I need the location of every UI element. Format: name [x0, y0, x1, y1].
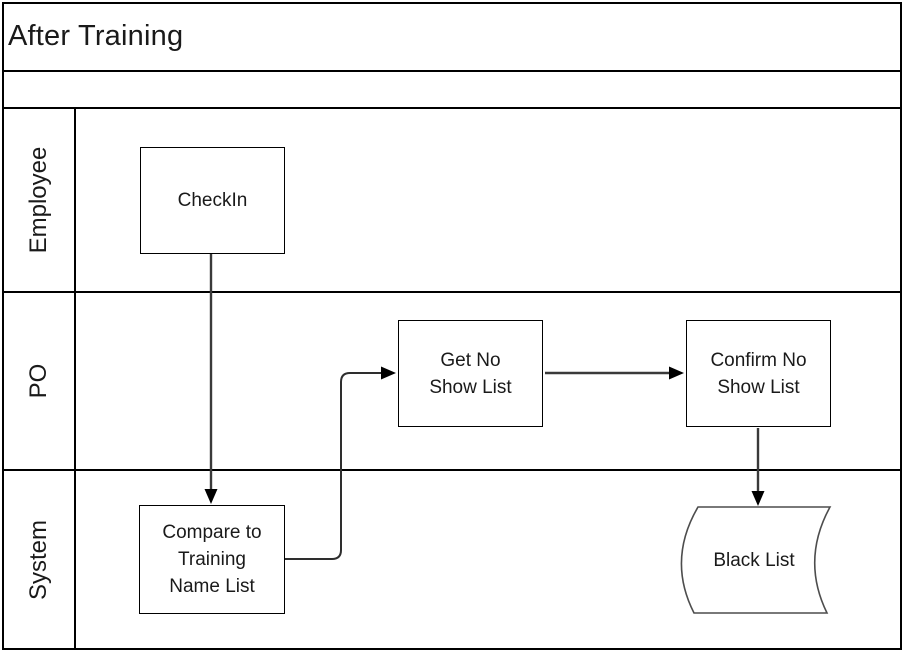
- node-get-no-show-list-label-line2: Show List: [429, 376, 512, 398]
- header-band-divider: [2, 107, 902, 109]
- node-get-no-show-list-label-line1: Get No: [440, 349, 501, 371]
- node-black-list-label: Black List: [713, 549, 795, 571]
- title-row-divider: [2, 70, 902, 72]
- node-compare-label-line3: Name List: [169, 576, 255, 597]
- node-compare-to-training-name-list[interactable]: Compare to Training Name List: [139, 505, 285, 614]
- lane-label-column-divider: [74, 108, 76, 650]
- lane-label-po: PO: [25, 363, 52, 399]
- node-checkin-label: CheckIn: [177, 190, 248, 211]
- node-confirm-no-show-list-label-line1: Confirm No: [710, 349, 807, 371]
- node-confirm-no-show-list[interactable]: Confirm No Show List: [686, 320, 831, 427]
- node-compare-label-line2: Training: [178, 549, 246, 570]
- node-get-no-show-list[interactable]: Get No Show List: [398, 320, 543, 427]
- node-compare-label-line1: Compare to: [162, 522, 262, 543]
- lane-divider-po-system: [2, 469, 902, 471]
- node-confirm-no-show-list-label-line2: Show List: [717, 376, 800, 398]
- node-checkin[interactable]: CheckIn: [140, 147, 285, 254]
- lane-label-employee: Employee: [25, 146, 52, 254]
- diagram-title: After Training: [8, 19, 184, 52]
- lane-label-system: System: [25, 519, 52, 601]
- lane-divider-employee-po: [2, 291, 902, 293]
